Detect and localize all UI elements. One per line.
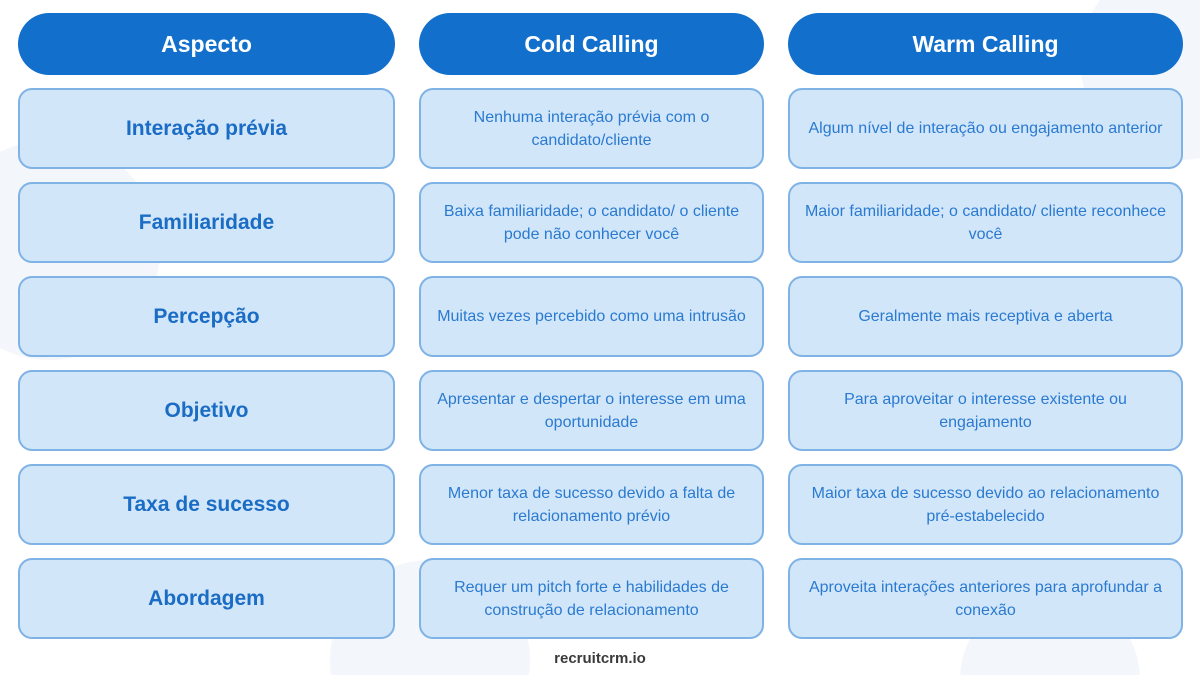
- header-warm-calling: Warm Calling: [788, 13, 1183, 75]
- row-aspect-percepcao: Percepção: [18, 276, 395, 357]
- row-aspect-objetivo: Objetivo: [18, 370, 395, 451]
- brand-footer: recruitcrm.io: [554, 650, 646, 667]
- row-cold-familiaridade: Baixa familiaridade; o candidato/ o clie…: [419, 182, 764, 263]
- row-aspect-abordagem: Abordagem: [18, 558, 395, 639]
- row-warm-taxa-de-sucesso: Maior taxa de sucesso devido ao relacion…: [788, 464, 1183, 545]
- row-cold-interacao-previa: Nenhuma interação prévia com o candidato…: [419, 88, 764, 169]
- row-warm-percepcao: Geralmente mais receptiva e aberta: [788, 276, 1183, 357]
- header-cold-calling: Cold Calling: [419, 13, 764, 75]
- row-aspect-taxa-de-sucesso: Taxa de sucesso: [18, 464, 395, 545]
- row-aspect-interacao-previa: Interação prévia: [18, 88, 395, 169]
- row-cold-percepcao: Muitas vezes percebido como uma intrusão: [419, 276, 764, 357]
- comparison-table: Aspecto Cold Calling Warm Calling Intera…: [18, 13, 1183, 652]
- row-warm-abordagem: Aproveita interações anteriores para apr…: [788, 558, 1183, 639]
- row-cold-objetivo: Apresentar e despertar o interesse em um…: [419, 370, 764, 451]
- row-cold-abordagem: Requer um pitch forte e habilidades de c…: [419, 558, 764, 639]
- row-cold-taxa-de-sucesso: Menor taxa de sucesso devido a falta de …: [419, 464, 764, 545]
- row-warm-familiaridade: Maior familiaridade; o candidato/ client…: [788, 182, 1183, 263]
- header-aspect: Aspecto: [18, 13, 395, 75]
- row-warm-objetivo: Para aproveitar o interesse existente ou…: [788, 370, 1183, 451]
- row-aspect-familiaridade: Familiaridade: [18, 182, 395, 263]
- row-warm-interacao-previa: Algum nível de interação ou engajamento …: [788, 88, 1183, 169]
